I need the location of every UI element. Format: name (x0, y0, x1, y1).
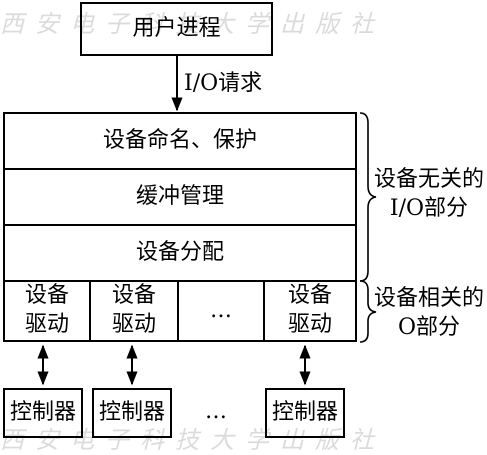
driver-label: 设备 驱动 (24, 283, 69, 337)
driver-label: 设备 驱动 (287, 283, 332, 337)
controller-box: 控制器 (92, 388, 172, 438)
controller-label: 控制器 (98, 399, 165, 425)
layer-naming-protection: 设备命名、保护 (3, 112, 357, 170)
controller-box: 控制器 (3, 388, 83, 438)
layer-naming-protection-label: 设备命名、保护 (102, 127, 257, 153)
driver-box: 设备 驱动 (3, 280, 91, 342)
driver-ellipsis: … (210, 297, 232, 323)
user-process-label: 用户进程 (132, 15, 221, 41)
controller-box: 控制器 (265, 388, 345, 438)
layer-device-allocation-label: 设备分配 (135, 239, 224, 265)
layer-device-allocation: 设备分配 (3, 224, 357, 282)
controller-label: 控制器 (271, 399, 338, 425)
driver-box: 设备 驱动 (263, 280, 357, 342)
controller-ellipsis: … (205, 399, 227, 424)
device-independent-label: 设备无关的 I/O部分 (374, 167, 485, 221)
driver-label: 设备 驱动 (111, 283, 156, 337)
layer-buffer-management: 缓冲管理 (3, 168, 357, 226)
device-dependent-label: 设备相关的 O部分 (374, 286, 485, 340)
user-process-box: 用户进程 (80, 2, 273, 56)
driver-box: 设备 驱动 (89, 280, 179, 342)
layer-buffer-management-label: 缓冲管理 (135, 183, 224, 209)
driver-ellipsis-box: … (177, 280, 265, 342)
controller-label: 控制器 (9, 399, 76, 425)
io-request-label: I/O请求 (184, 71, 263, 96)
